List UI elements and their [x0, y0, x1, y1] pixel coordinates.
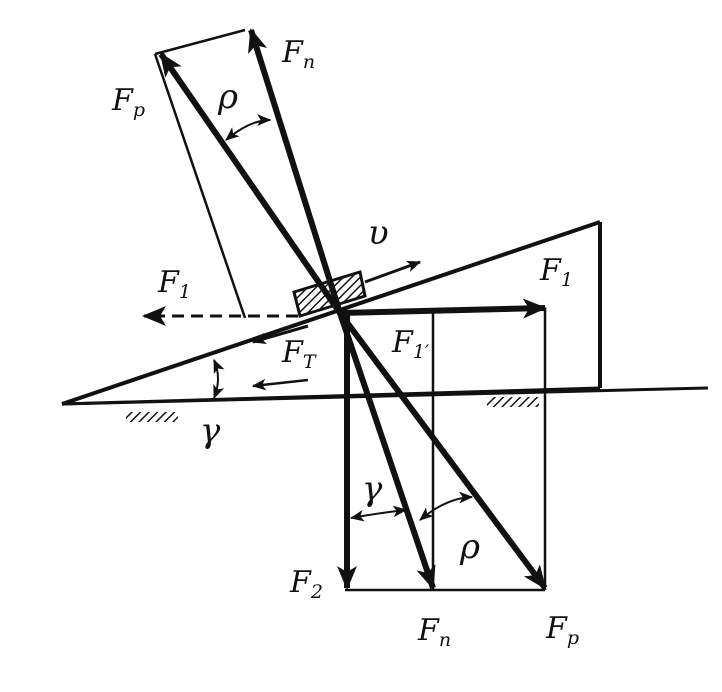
rho-bottom-arc [419, 491, 474, 521]
labels: Fn Fp ρ υ F1 F1 F1′ FT γ γ ρ F2 Fn Fp [111, 35, 579, 651]
label-gamma-left: γ [200, 411, 221, 451]
ground-hatch-left [126, 412, 178, 422]
friction-arrow-lower [251, 378, 309, 391]
label-gamma-bottom: γ [362, 469, 383, 509]
label-f1-right: F1 [539, 253, 573, 291]
wedge [61, 220, 602, 406]
top-force-parallelogram [153, 28, 247, 319]
label-rho-top: ρ [217, 77, 238, 117]
angle-arcs [213, 114, 474, 522]
label-f1-prime: F1′ [391, 325, 430, 363]
label-ft: FT [281, 335, 317, 373]
rho-top-arc [225, 114, 272, 141]
ground [61, 386, 709, 422]
fn-top-arrow [248, 28, 343, 314]
bottom-force-rectangles [345, 308, 547, 592]
label-velocity: υ [368, 213, 389, 253]
wedge-incline-line [61, 220, 601, 406]
label-f1-left: F1 [157, 265, 191, 303]
gamma-bottom-arc [349, 505, 408, 522]
velocity-arrow [364, 260, 422, 284]
ground-line [61, 386, 709, 406]
ground-hatch-right [487, 397, 539, 407]
label-fp-top: Fp [111, 83, 145, 121]
gamma-left-arc [213, 358, 225, 400]
fp-bottom-arrow [337, 311, 548, 590]
label-fn-top: Fn [281, 35, 315, 73]
force-vectors [158, 28, 548, 590]
label-fn-bottom: Fn [417, 613, 451, 651]
label-f2: F2 [289, 565, 323, 603]
f1-right-arrow [339, 298, 547, 319]
fn-bottom-arrow [337, 312, 436, 590]
label-fp-bottom: Fp [545, 611, 579, 649]
fp-top-arrow [158, 52, 343, 315]
label-rho-bottom: ρ [459, 527, 480, 567]
friction-arrow [251, 324, 309, 345]
